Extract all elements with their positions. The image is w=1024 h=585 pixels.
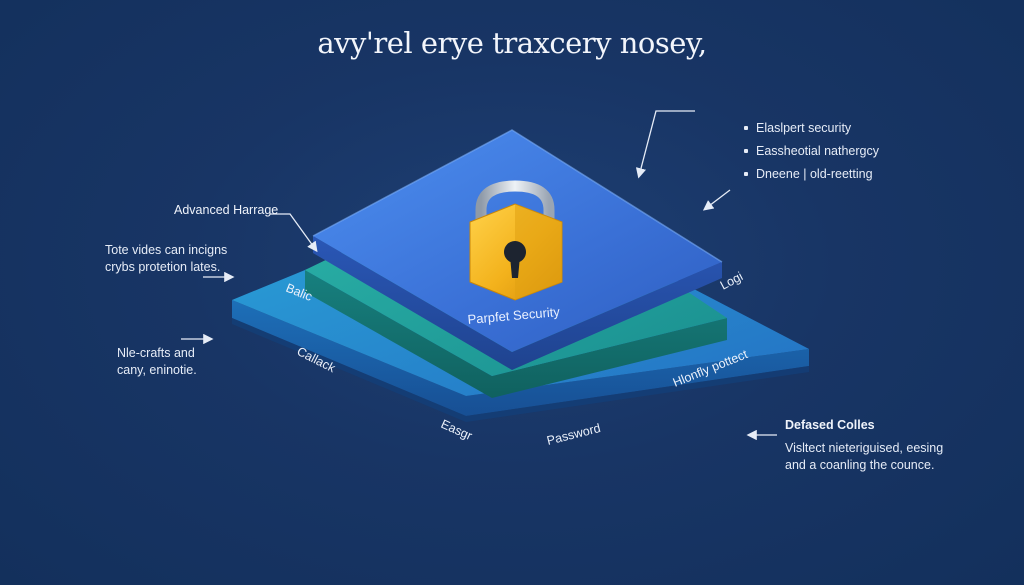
left-note-2-line: Nle-crafts and [117,346,195,360]
padlock-icon [469,180,563,301]
defased-text-line: Visltect nieteriguised, eesing [785,441,944,455]
annotation-arrows [181,110,777,441]
list-item: Dneene | old-reetting [744,166,879,189]
arrow-icon [702,189,731,211]
defased-text-line: and a coanling the counce. [785,458,935,472]
left-note-2-line: cany, eninotie. [117,363,197,377]
left-note-2: Nle-crafts and cany, eninotie. [117,345,197,379]
defased-text: Visltect nieteriguised, eesing and a coa… [785,440,943,474]
left-note-1-line: Tote vides can incigns [105,243,228,257]
arrow-icon [635,110,695,179]
list-item: Eassheotial nathergcy [744,143,879,166]
left-note-1-line: crybs protetion lates. [105,260,221,274]
arrow-icon [270,213,318,253]
advanced-heading: Advanced Harrage [174,203,279,217]
layer-label-bottom-mid: Password [545,421,602,448]
diagram-title: avy'rel erye traxcery nosey, [317,26,707,60]
right-bullet-list: Elaslpert security Eassheotial nathergcy… [744,120,879,189]
left-note-1: Tote vides can incigns crybs protetion l… [105,242,227,276]
list-item: Elaslpert security [744,120,879,143]
defased-heading: Defased Colles [785,418,875,432]
